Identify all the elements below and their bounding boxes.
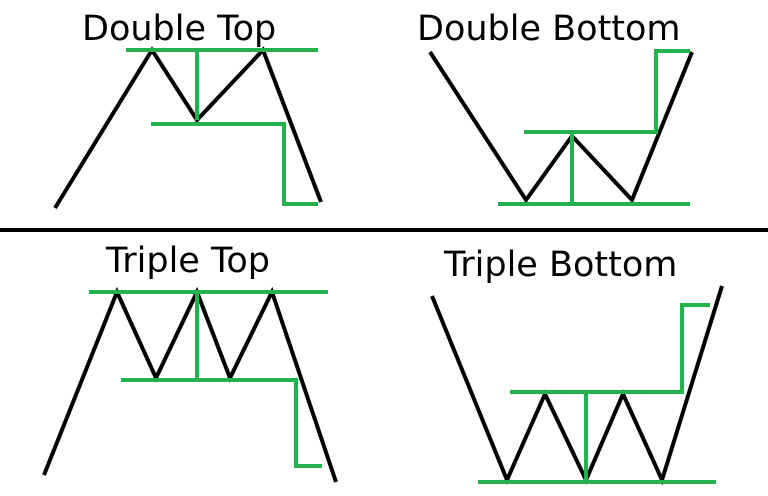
triple-bottom-panel: Triple Bottom bbox=[430, 245, 724, 486]
double-bottom-title: Double Bottom bbox=[417, 9, 681, 49]
double-bottom-neckline-target bbox=[524, 49, 690, 134]
double-top-title: Double Top bbox=[82, 9, 276, 49]
double-top-panel: Double Top bbox=[53, 9, 323, 210]
triple-bottom-title: Triple Bottom bbox=[443, 245, 677, 285]
triple-top-neckline-target bbox=[121, 378, 322, 468]
double-top-price-line bbox=[53, 46, 323, 210]
triple-bottom-price-line bbox=[430, 285, 724, 486]
triple-top-panel: Triple Top bbox=[42, 241, 338, 483]
double-bottom-price-line bbox=[428, 50, 694, 204]
triple-bottom-neckline-target bbox=[510, 303, 710, 394]
triple-top-title: Triple Top bbox=[105, 241, 270, 281]
double-top-neckline-target bbox=[151, 122, 318, 206]
triple-top-price-line bbox=[42, 286, 338, 483]
double-bottom-panel: Double Bottom bbox=[417, 9, 694, 206]
